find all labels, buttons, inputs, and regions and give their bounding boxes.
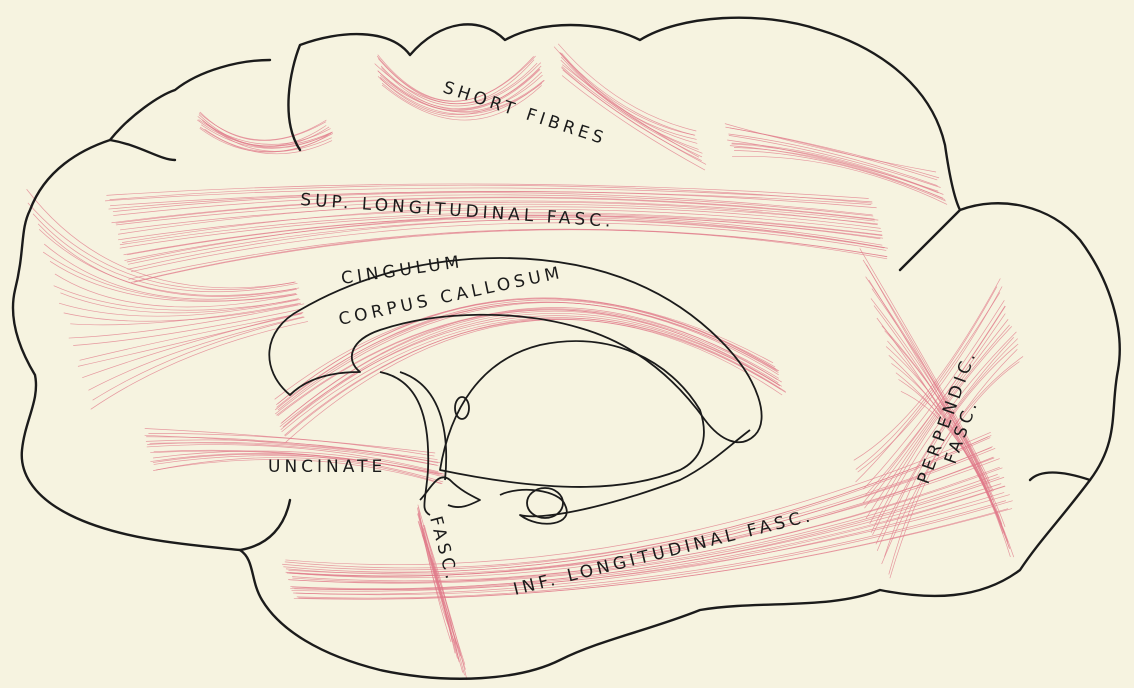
fibre-strand (284, 319, 785, 435)
fibre-strand (55, 274, 296, 307)
sulcus-right (1030, 473, 1090, 481)
label-inf-longitudinal-fasc: INF. LONGITUDINAL FASC. (511, 506, 815, 600)
uncinate-hook (420, 477, 480, 507)
midbrain (500, 430, 750, 524)
fibre-strand (197, 120, 332, 146)
label-uncinate: UNCINATE (268, 457, 386, 477)
fibre-strand (91, 321, 308, 409)
sulcus-frontal (110, 140, 175, 160)
fibre-strand (39, 229, 299, 295)
thalamus (440, 341, 704, 487)
label-short-fibres: SHORT FIBRES (440, 78, 609, 150)
fibre-strand (199, 113, 326, 140)
fibre-strand (294, 484, 1001, 590)
fibre-strand (59, 299, 300, 316)
fibre-strand (128, 219, 888, 269)
fibre-strand (282, 318, 781, 432)
fibre-strand (730, 128, 939, 178)
fibre-strand (73, 309, 304, 346)
fibre-strand (44, 244, 297, 299)
label-cingulum: CINGULUM (340, 252, 465, 289)
fibre-strand (88, 317, 303, 391)
fornix (380, 372, 446, 515)
foramen (455, 397, 469, 419)
sulcus-occipital (900, 210, 960, 270)
fibre-strand (563, 70, 706, 165)
sulcus-lower (240, 500, 290, 550)
fibre-strand (728, 134, 937, 186)
fibre-strand (562, 66, 702, 157)
fibre-strand (78, 314, 302, 367)
